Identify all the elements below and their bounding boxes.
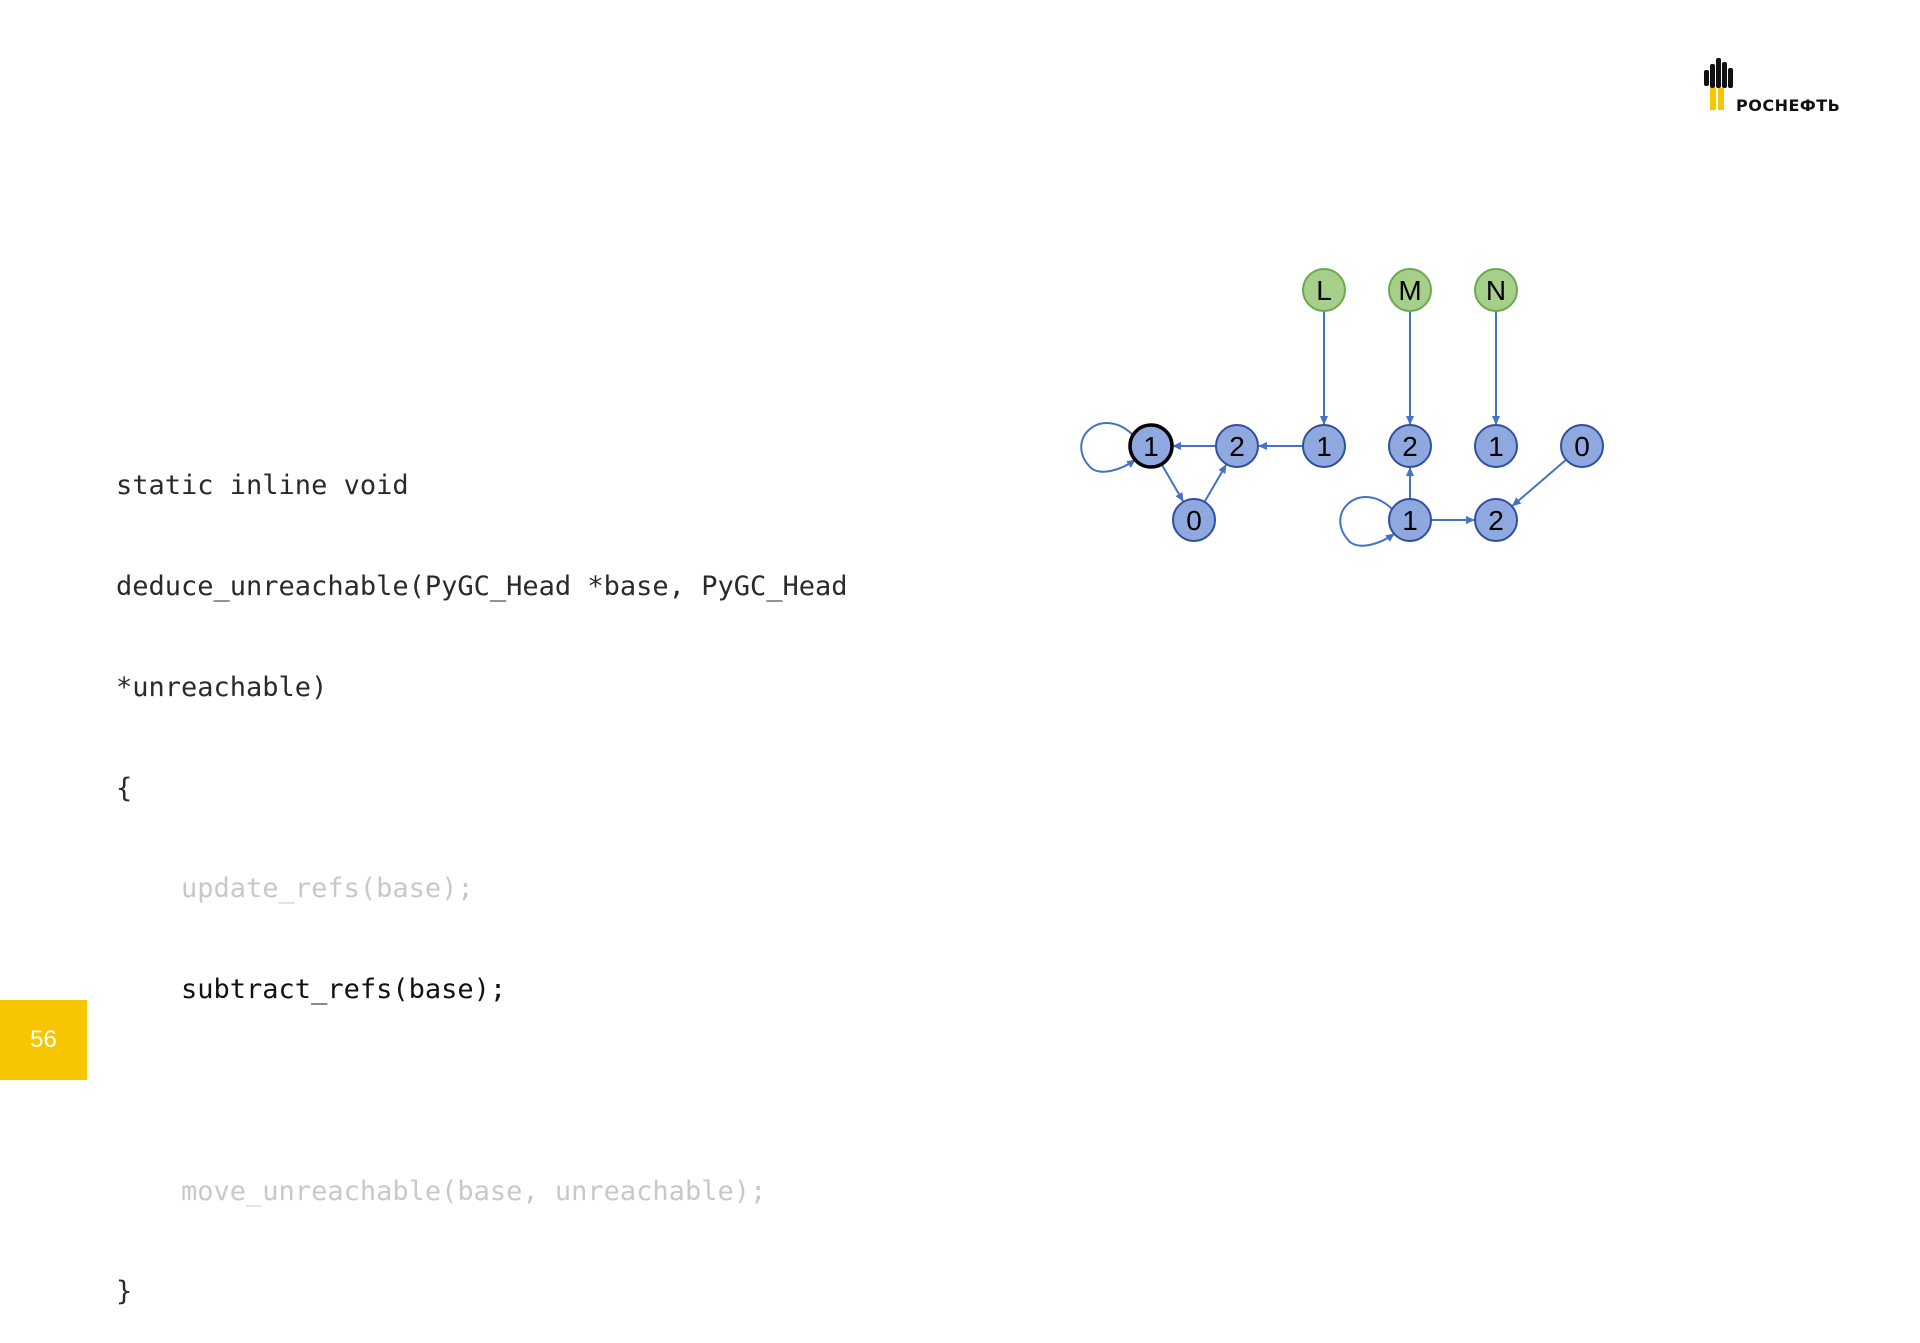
object-node: 1 [1474,424,1518,468]
node-circle [1474,498,1518,542]
code-line-dimmed: update_refs(base); [116,873,474,905]
node-circle [1560,424,1604,468]
node-circle [1172,498,1216,542]
node-circle [1388,268,1432,312]
page-number: 56 [30,1026,57,1053]
node-label: N [1486,275,1506,306]
object-node: 1 [1302,424,1346,468]
self-reference-edge [1339,496,1395,547]
object-node: 0 [1172,498,1216,542]
node-label: L [1316,275,1332,306]
node-label: M [1398,275,1421,306]
root-node: M [1388,268,1432,312]
node-label: 2 [1488,505,1504,536]
node-label: 1 [1402,505,1418,536]
page-number-badge: 56 [0,1000,87,1080]
code-line: } [116,1276,133,1308]
node-circle [1302,268,1346,312]
reference-graph: L M N 1 2 1 2 1 0 0 1 2 [1080,268,1604,547]
logo-text: РОСНЕФТЬ [1736,96,1841,115]
reference-edge [1203,464,1227,503]
node-label: 1 [1488,431,1504,462]
node-circle [1474,268,1518,312]
object-node: 2 [1215,424,1259,468]
node-circle [1474,424,1518,468]
node-label: 0 [1186,505,1202,536]
rosneft-emblem-icon [1704,58,1733,110]
code-line-dimmed: move_unreachable(base, unreachable); [116,1175,767,1207]
node-label: 0 [1574,431,1590,462]
node-label: 1 [1316,431,1332,462]
root-node: L [1302,268,1346,312]
node-circle [1215,424,1259,468]
code-line: *unreachable) [116,671,328,703]
code-line: deduce_unreachable(PyGC_Head *base, PyGC… [116,570,848,602]
object-node: 2 [1388,424,1432,468]
node-circle [1388,424,1432,468]
code-line-highlighted: subtract_refs(base); [116,974,507,1006]
root-node: N [1474,268,1518,312]
code-line: static inline void [116,470,409,502]
object-node: 0 [1560,424,1604,468]
reference-edge [1511,458,1567,507]
current-object-node: 1 [1128,423,1174,469]
code-line-empty [116,1074,848,1108]
node-circle [1302,424,1346,468]
node-circle [1128,423,1174,469]
node-circle [1388,498,1432,542]
node-label: 2 [1229,431,1245,462]
object-node: 2 [1474,498,1518,542]
object-node: 1 [1388,498,1432,542]
node-label: 2 [1402,431,1418,462]
company-logo [1700,56,1870,116]
code-block: static inline void deduce_unreachable(Py… [116,402,848,1343]
node-label: 1 [1143,431,1159,462]
reference-edge [1160,463,1184,502]
code-line: { [116,772,133,804]
self-reference-edge [1080,422,1136,473]
